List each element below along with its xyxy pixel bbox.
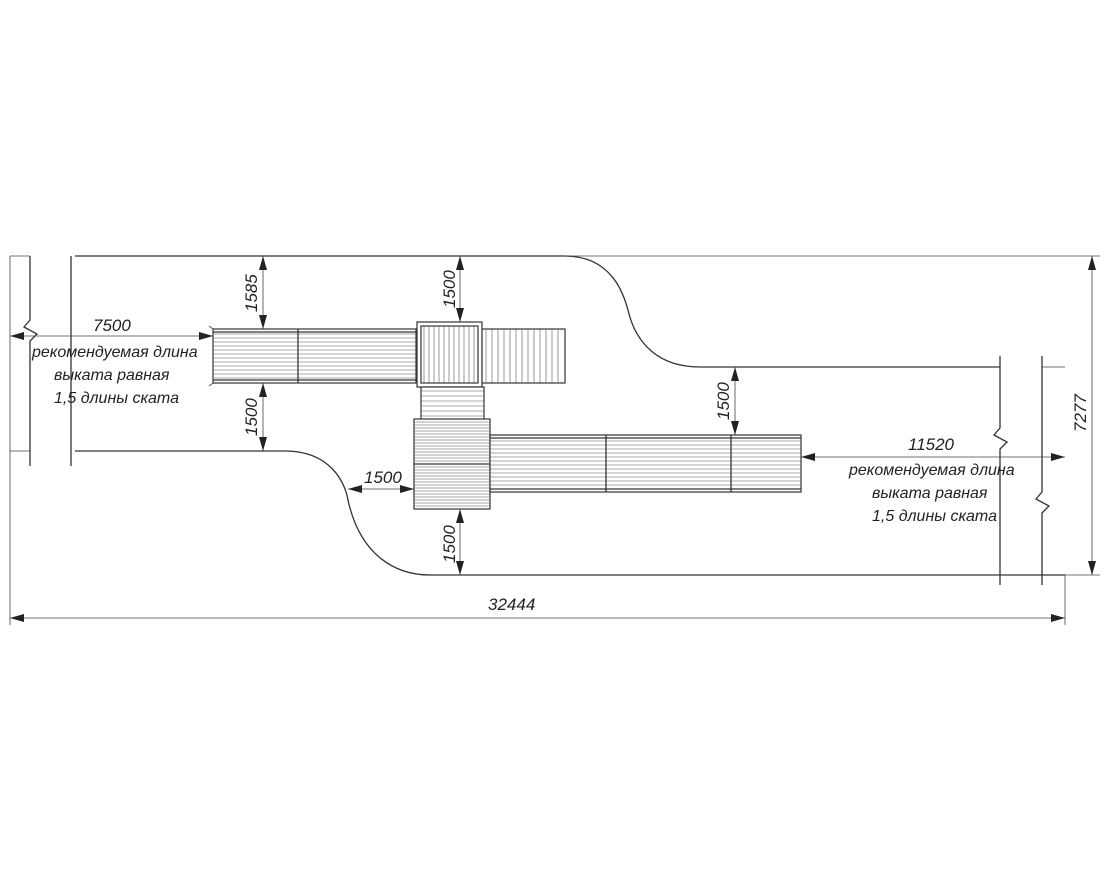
note-right-line-3: 1,5 длины ската (872, 508, 997, 525)
dim-right-runout: 11520 (801, 435, 1065, 461)
dim-upper-bottom: 1500 (242, 383, 267, 451)
short-ramp-planks (485, 329, 559, 383)
lower-slide (489, 434, 802, 493)
stair-steps (421, 390, 484, 417)
note-right-line-1: рекомендуемая длина (848, 462, 1015, 479)
dim-label-lower-left: 1500 (364, 468, 402, 487)
dim-label-overall-width: 32444 (488, 595, 535, 614)
note-left-line-3: 1,5 длины ската (54, 390, 179, 407)
dim-label-upper-bottom: 1500 (242, 398, 261, 436)
dim-left-runout: 7500 (10, 316, 213, 340)
lower-platform (413, 418, 491, 510)
dim-label-overall-height: 7277 (1071, 394, 1090, 432)
dim-label-right-runout: 11520 (908, 435, 955, 454)
note-left-line-1: рекомендуемая длина (31, 344, 198, 361)
upper-slide-planks (213, 333, 416, 379)
dim-lower-left: 1500 (348, 468, 414, 493)
dim-label-tower-top: 1500 (440, 270, 459, 308)
dim-overall-height: 7277 (565, 255, 1100, 576)
dim-upper-top: 1585 (242, 256, 267, 329)
lower-slide-planks (490, 440, 801, 486)
dim-overall-width: 32444 (9, 451, 1066, 625)
dim-label-upper-top: 1585 (242, 274, 261, 312)
dim-label-lower-bottom: 1500 (440, 525, 459, 563)
dim-tower-top: 1500 (440, 256, 464, 322)
note-right: рекомендуемая длина выката равная 1,5 дл… (848, 462, 1015, 525)
note-left: рекомендуемая длина выката равная 1,5 дл… (31, 344, 198, 407)
dim-label-left-runout: 7500 (93, 316, 131, 335)
note-left-line-2: выката равная (54, 367, 170, 384)
short-ramp (481, 328, 566, 384)
dim-lower-bottom: 1500 (440, 509, 464, 575)
safety-zone-outline (75, 255, 1065, 576)
left-break-lines (9, 255, 72, 466)
right-break-lines (992, 356, 1065, 585)
tower-platform (416, 321, 483, 388)
tower-planks (423, 326, 475, 383)
dim-lower-top: 1500 (714, 367, 739, 435)
stairs (420, 386, 485, 421)
dim-label-lower-top: 1500 (714, 382, 733, 420)
upper-slide (208, 325, 417, 387)
note-right-line-2: выката равная (872, 485, 988, 502)
lower-platform-planks (414, 421, 490, 507)
